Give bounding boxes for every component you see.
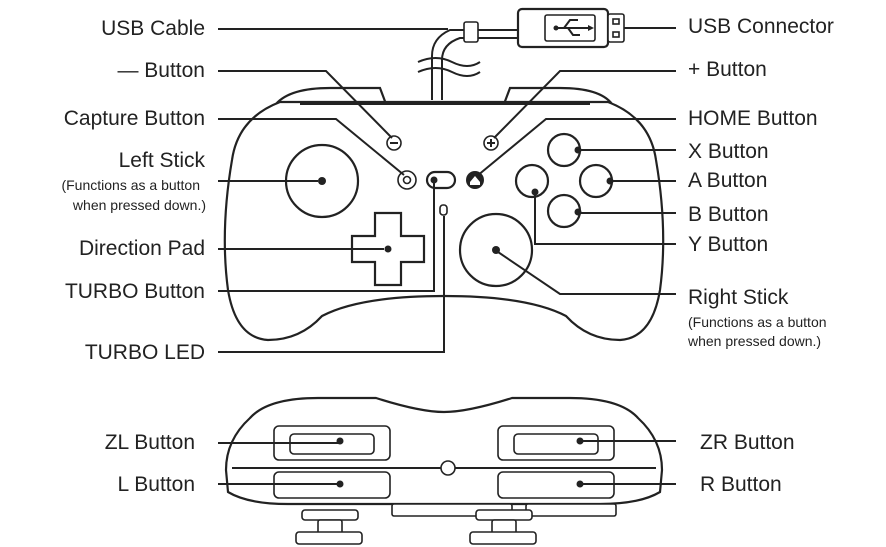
right-stick — [458, 212, 534, 288]
label-right-stick-note-2: when pressed down.) — [688, 333, 822, 349]
label-left-stick-note-1: (Functions as a button — [61, 177, 200, 193]
label-home-button: HOME Button — [688, 107, 818, 130]
label-zl-button: ZL Button — [104, 431, 195, 454]
leader-y — [534, 194, 676, 245]
direction-pad — [350, 211, 426, 287]
leader-minus — [218, 70, 393, 139]
usb-connector — [516, 7, 625, 49]
label-direction-pad: Direction Pad — [78, 237, 205, 260]
minus-icon — [386, 135, 402, 151]
label-l-button: L Button — [117, 473, 195, 496]
label-usb-cable: USB Cable — [101, 17, 205, 40]
home-icon — [466, 171, 484, 189]
label-left-stick: Left Stick — [118, 149, 205, 172]
leader-turbo-button — [218, 183, 435, 292]
label-r-button: R Button — [700, 473, 782, 496]
leader-lines — [218, 27, 676, 485]
label-x-button: X Button — [688, 140, 769, 163]
label-right-stick-note-1: (Functions as a button — [688, 314, 827, 330]
label-y-button: Y Button — [688, 233, 769, 256]
label-right-stick: Right Stick — [688, 286, 789, 309]
label-left-stick-note-2: when pressed down.) — [72, 197, 206, 213]
label-minus-button: — Button — [117, 59, 205, 82]
y-button-shape — [514, 163, 550, 199]
label-b-button: B Button — [688, 203, 769, 226]
controller-top — [224, 396, 664, 545]
label-a-button: A Button — [688, 169, 768, 192]
label-plus-button: + Button — [688, 58, 767, 81]
capture-icon — [397, 170, 417, 190]
label-zr-button: ZR Button — [700, 431, 795, 454]
usb-icon — [553, 19, 594, 36]
plus-icon — [483, 135, 499, 151]
leader-capture — [218, 118, 405, 176]
left-stick — [284, 143, 360, 219]
label-capture-button: Capture Button — [63, 107, 205, 130]
label-turbo-button: TURBO Button — [64, 280, 205, 303]
leader-right-stick — [497, 251, 676, 295]
label-usb-connector: USB Connector — [688, 15, 834, 38]
label-turbo-led: TURBO LED — [84, 341, 205, 364]
leader-home — [476, 118, 676, 177]
usb-cable — [417, 21, 520, 100]
leader-plus — [493, 70, 676, 139]
leader-turbo-led — [218, 216, 445, 353]
turbo-led-shape — [439, 204, 448, 216]
